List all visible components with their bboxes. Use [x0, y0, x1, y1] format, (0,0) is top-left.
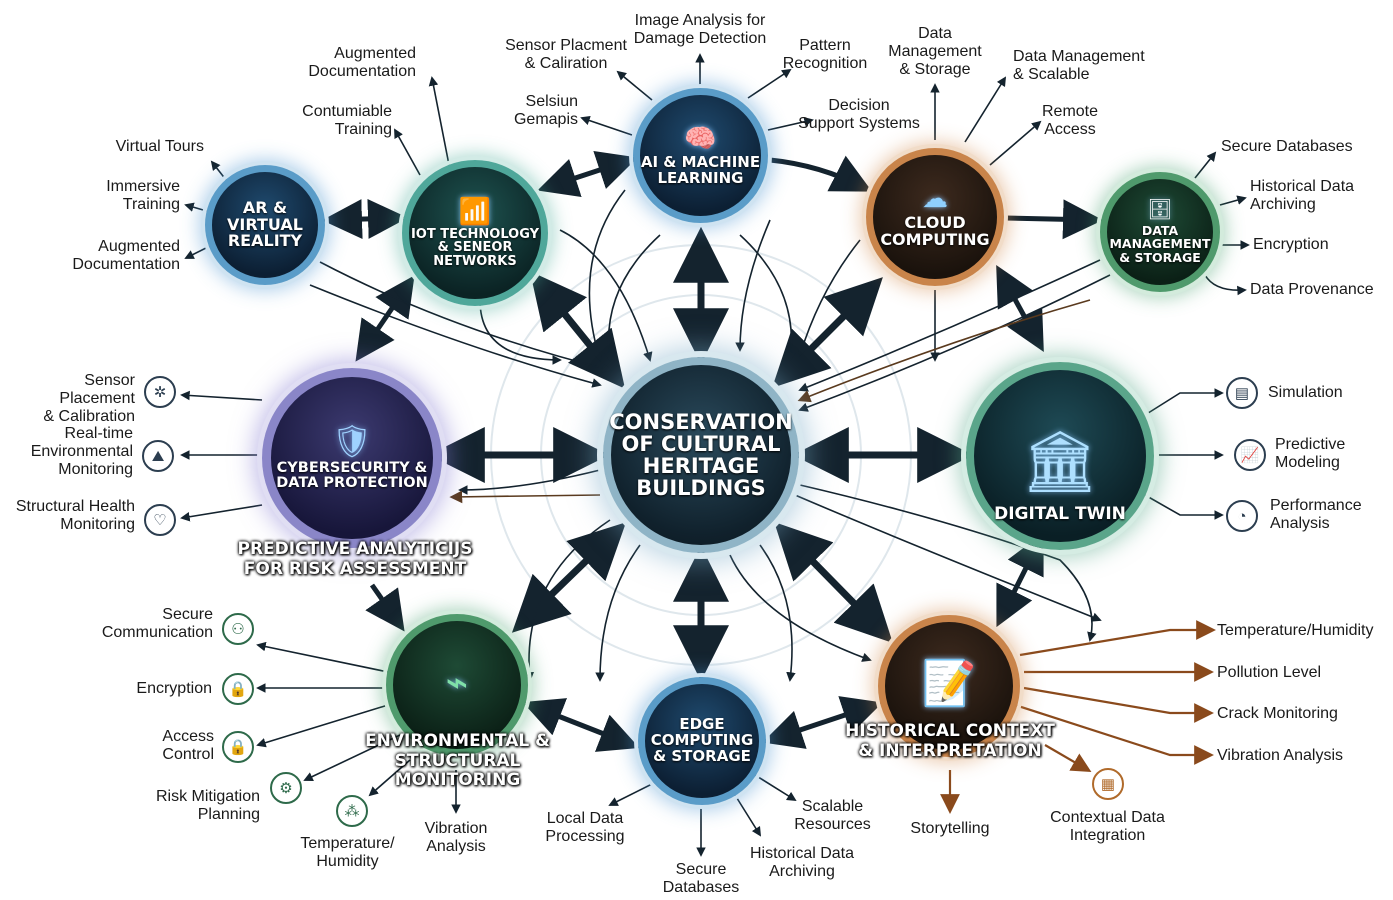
document-check-icon: ▦: [1092, 768, 1124, 800]
label-data-encryption: Encryption: [1253, 236, 1329, 253]
cross-links: [309, 189, 1111, 682]
ring-connectors: [322, 151, 1103, 752]
banner-predictive-analytics: PREDICTIVE ANALYTICIJS FOR RISK ASSESSME…: [237, 539, 473, 579]
label-env-vibration: Vibration Analysis: [424, 820, 488, 855]
node-ar-title: AR & VIRTUAL REALITY: [227, 197, 303, 251]
label-data-provenance: Data Provenance: [1250, 281, 1374, 298]
label-realtime-monitoring: Real-time Environmental Monitoring: [30, 425, 133, 478]
node-cloud[interactable]: ☁ CLOUD COMPUTING: [866, 148, 1004, 286]
lock-icon: 🔒: [222, 731, 254, 763]
label-predictive-modeling: Predictive Modeling: [1275, 436, 1346, 471]
node-twin-title: DIGITAL TWIN: [994, 504, 1126, 525]
gear-icon: ⚙: [270, 772, 302, 804]
label-env-encryption: Encryption: [136, 680, 212, 697]
building-icon: 🏛: [1021, 428, 1099, 496]
label-pollution-level: Pollution Level: [1217, 664, 1322, 681]
node-edge-computing[interactable]: EDGE COMPUTING & STORAGE: [638, 677, 766, 805]
label-secure-communication: Secure Communication: [101, 606, 213, 641]
node-ai-ml[interactable]: 🧠 AI & MACHINE LEARNING: [633, 88, 768, 223]
node-ar-virtual-reality[interactable]: AR & VIRTUAL REALITY: [205, 165, 325, 285]
label-edge-historical-archiving: Historical Data Archiving: [749, 845, 855, 880]
label-env-temperature: Temperature/ Humidity: [300, 835, 395, 870]
label-local-data-processing: Local Data Processing: [545, 810, 625, 845]
label-structural-health: Structural Health Monitoring: [15, 498, 135, 533]
node-iot[interactable]: 📶 IOT TECHNOLOGY & SENEOR NETWORKS: [402, 160, 548, 306]
label-contumiable-training: Contumiable Training: [302, 103, 392, 138]
node-data-management[interactable]: 🗄 DATA MANAGEMENT & STORAGE: [1100, 172, 1220, 292]
gear-sensor-icon: ✲: [144, 376, 176, 408]
label-remote-access: Remote Access: [1041, 103, 1099, 138]
label-historical-data-archiving: Historical Data Archiving: [1250, 178, 1355, 213]
brain-icon: 🧠: [684, 122, 717, 153]
label-performance-analysis: Performance Analysis: [1270, 497, 1362, 532]
label-decision-support: Decision Support Systems: [798, 97, 920, 132]
heart-pulse-icon: ♡: [144, 504, 176, 536]
network-nodes-icon: ⁂: [336, 795, 368, 827]
node-cybersecurity[interactable]: 🛡 CYBERSECURITY & DATA PROTECTION: [262, 368, 442, 548]
label-ar-augmented-documentation: Augmented Documentation: [72, 238, 180, 273]
label-cyber-sensor-placement: Sensor Placement & Calibration: [43, 372, 135, 425]
label-secure-databases: Secure Databases: [1221, 138, 1353, 155]
label-iot-augmented-documentation: Augmented Documentation: [308, 45, 416, 80]
label-edge-secure-databases: Secure Databases: [662, 861, 740, 896]
brown-links: [449, 299, 1091, 504]
database-icon: 🗄: [1147, 199, 1173, 222]
node-historical-context[interactable]: 📝: [878, 615, 1020, 757]
label-vibration-analysis: Vibration Analysis: [1217, 747, 1343, 764]
node-digital-twin[interactable]: 🏛 DIGITAL TWIN: [966, 362, 1154, 550]
label-cloud-data-management: Data Management & Storage: [888, 25, 982, 78]
hub-title: CONSERVATION OF CULTURAL HERITAGE BUILDI…: [609, 409, 793, 501]
node-edge-title: EDGE COMPUTING & STORAGE: [650, 715, 754, 765]
node-cyber-title: CYBERSECURITY & DATA PROTECTION: [276, 459, 428, 491]
label-risk-mitigation: Risk Mitigation Planning: [155, 788, 260, 823]
orange-leaf-arrows: [940, 620, 1216, 814]
label-hist-temperature: Temperature/Humidity: [1217, 622, 1374, 639]
label-virtual-tours: Virtual Tours: [115, 138, 204, 155]
label-immersive-training: Immersive Training: [106, 178, 180, 213]
label-selsiun-gemapis: Selsiun Gemapis: [513, 93, 578, 128]
leaf-arrows: [180, 53, 1250, 857]
label-simulation: Simulation: [1268, 384, 1343, 401]
circuit-icon: ⌁: [445, 662, 469, 704]
node-data-title: DATA MANAGEMENT & STORAGE: [1109, 223, 1211, 265]
hub-conservation[interactable]: CONSERVATION OF CULTURAL HERITAGE BUILDI…: [603, 357, 799, 553]
banner-historical-context: HISTORICAL CONTEXT & INTERPRETATION: [845, 721, 1055, 761]
mountain-chart-icon: ⛰: [142, 440, 174, 472]
label-image-analysis: Image Analysis for Damage Detection: [633, 12, 767, 47]
gauge-icon: ◔: [1226, 500, 1258, 532]
node-environmental-monitoring[interactable]: ⌁: [386, 614, 528, 756]
node-ai-title: AI & MACHINE LEARNING: [640, 152, 761, 187]
label-scalable-resources: Scalable Resources: [794, 798, 871, 833]
cloud-icon: ☁: [922, 183, 948, 214]
label-pattern-recognition: Pattern Recognition: [782, 37, 868, 72]
document-pen-icon: 📝: [921, 659, 977, 708]
label-access-control: Access Control: [162, 728, 214, 763]
label-storytelling: Storytelling: [910, 820, 990, 837]
node-cloud-title: CLOUD COMPUTING: [880, 213, 990, 249]
label-crack-monitoring: Crack Monitoring: [1217, 705, 1338, 722]
label-data-management-scalable: Data Management & Scalable: [1013, 48, 1145, 83]
label-sensor-placment: Sensor Placment & Caliration: [505, 37, 627, 72]
bar-chart-icon: 📈: [1234, 439, 1266, 471]
banner-environmental-monitoring: ENVIRONMENTAL & STRUCTURAL MONITORING: [365, 731, 550, 791]
lock-icon: 🔒: [222, 673, 254, 705]
network-people-icon: ⚇: [222, 613, 254, 645]
label-contextual-data-integration: Contextual Data Integration: [1050, 809, 1165, 844]
node-iot-title: IOT TECHNOLOGY & SENEOR NETWORKS: [410, 226, 540, 269]
shield-lock-icon: 🛡: [331, 422, 373, 459]
monitor-chart-icon: ▤: [1226, 377, 1258, 409]
wifi-sensor-icon: 📶: [458, 195, 492, 226]
